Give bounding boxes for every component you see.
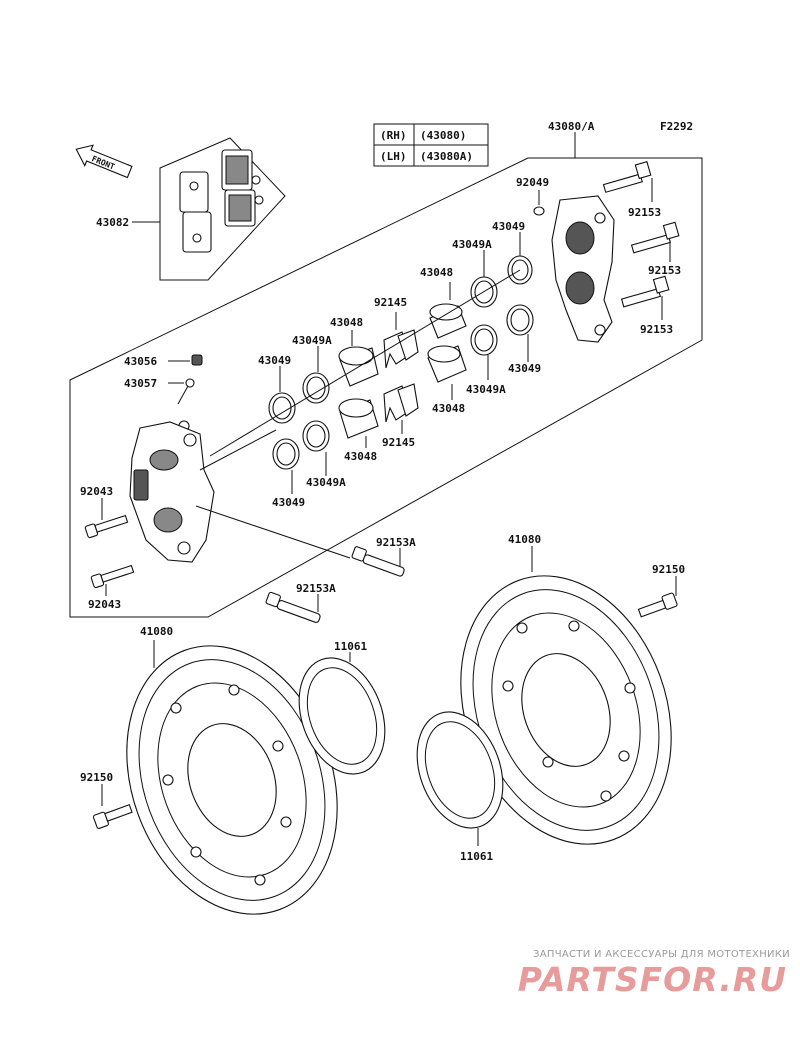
screw-92150-left: 92150: [80, 771, 133, 829]
svg-text:92153A: 92153A: [376, 536, 416, 549]
svg-text:43057: 43057: [124, 377, 157, 390]
caliper-assembly-outline: [69, 157, 703, 618]
svg-text:43049A: 43049A: [292, 334, 332, 347]
ref-part-lh: (43080A): [420, 150, 473, 163]
shim-left: 11061: [298, 640, 386, 775]
bleed-cap-43057: 43057: [124, 377, 195, 432]
seal-43049a-r2: 43049A: [452, 238, 498, 308]
label-caliper-assy: 43080/A: [548, 120, 595, 133]
figure-code: F2292: [660, 120, 693, 133]
svg-text:92145: 92145: [374, 296, 407, 309]
seal-43049-l2: 43049: [258, 354, 296, 424]
shim-right: 11061: [416, 711, 504, 863]
seal-43049a-r4: 43049A: [466, 324, 506, 396]
svg-text:43056: 43056: [124, 355, 157, 368]
svg-text:92150: 92150: [652, 563, 685, 576]
svg-text:92043: 92043: [88, 598, 121, 611]
label-pads: 43082: [96, 216, 129, 229]
brake-disc-left: 41080: [126, 625, 338, 915]
ref-side-rh: (RH): [380, 129, 407, 142]
piston-43048-l2: 43048: [338, 398, 379, 463]
caliper-half-right: [551, 195, 615, 343]
ref-table: (RH) (43080) (LH) (43080A): [373, 123, 489, 167]
svg-text:92150: 92150: [80, 771, 113, 784]
brake-disc-right: 41080: [460, 533, 672, 845]
front-arrow-icon: FRONT: [75, 144, 133, 179]
bolt-92153a-1: 92153A: [351, 536, 416, 577]
bolt-92153-1: 92153: [602, 161, 661, 219]
bolt-92153-3: 92153: [620, 275, 673, 336]
svg-text:43049: 43049: [272, 496, 305, 509]
svg-text:43048: 43048: [420, 266, 453, 279]
svg-text:43048: 43048: [432, 402, 465, 415]
bolt-92153a-2: 92153A: [265, 582, 336, 623]
washer-92049: 92049: [516, 176, 549, 216]
svg-text:41080: 41080: [508, 533, 541, 546]
seal-43049a-l3: 43049A: [302, 420, 346, 489]
ref-side-lh: (LH): [380, 150, 407, 163]
svg-text:92153A: 92153A: [296, 582, 336, 595]
svg-text:11061: 11061: [334, 640, 367, 653]
watermark-logo: PARTSFOR.RU: [517, 960, 787, 999]
svg-text:43049A: 43049A: [452, 238, 492, 251]
caliper-half-left: [129, 421, 215, 563]
svg-text:43049: 43049: [258, 354, 291, 367]
ref-part-rh: (43080): [420, 129, 466, 142]
bolt-92153-2: 92153: [630, 221, 681, 277]
svg-text:92049: 92049: [516, 176, 549, 189]
seal-43049-l4: 43049: [272, 438, 305, 509]
svg-text:43049A: 43049A: [306, 476, 346, 489]
svg-text:43049: 43049: [508, 362, 541, 375]
svg-text:11061: 11061: [460, 850, 493, 863]
svg-text:43048: 43048: [330, 316, 363, 329]
spring-92145-a: 92145: [374, 296, 419, 369]
seal-43049a-l1: 43049A: [292, 334, 332, 404]
svg-text:43049A: 43049A: [466, 383, 506, 396]
brake-pads: 43082: [96, 137, 286, 281]
svg-text:92145: 92145: [382, 436, 415, 449]
svg-text:92153: 92153: [648, 264, 681, 277]
seal-43049-r3: 43049: [506, 304, 541, 375]
watermark-tagline: ЗАПЧАСТИ И АКСЕССУАРЫ ДЛЯ МОТОТЕХНИКИ: [533, 949, 790, 960]
svg-text:92153: 92153: [628, 206, 661, 219]
bolt-92043-2: 92043: [88, 564, 135, 611]
piston-43048-l1: 43048: [330, 316, 379, 387]
svg-text:92043: 92043: [80, 485, 113, 498]
spring-92145-b: 92145: [382, 383, 419, 449]
screw-92150-right: 92150: [637, 563, 685, 618]
svg-text:43048: 43048: [344, 450, 377, 463]
svg-text:41080: 41080: [140, 625, 173, 638]
bolt-92043-1: 92043: [80, 485, 129, 539]
piston-43048-r2: 43048: [427, 345, 467, 415]
bleed-valve-43056: 43056: [124, 354, 203, 368]
piston-43048-r1: 43048: [420, 266, 467, 339]
svg-text:43049: 43049: [492, 220, 525, 233]
svg-text:92153: 92153: [640, 323, 673, 336]
